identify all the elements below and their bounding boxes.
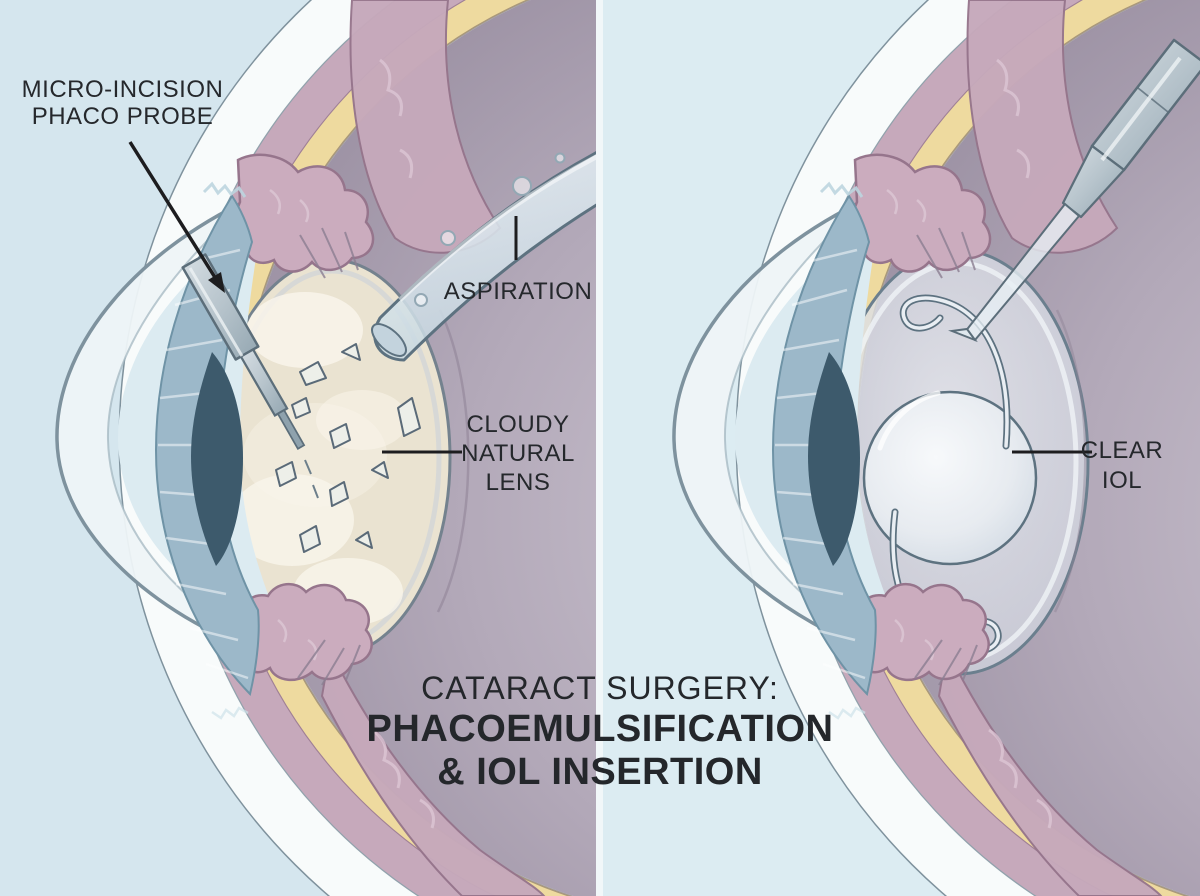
right-panel-iol bbox=[672, 0, 1200, 896]
aspiration-label-text: ASPIRATION bbox=[443, 278, 593, 305]
posterior-capsule-line bbox=[436, 309, 470, 613]
probe-arrowhead bbox=[208, 272, 225, 293]
clear-iol-label-line1: CLEAR bbox=[1080, 437, 1164, 464]
injector-fork-tip bbox=[948, 327, 978, 343]
cloudy-lens-label-line3: LENS bbox=[485, 469, 551, 496]
figure-title-line1: CATARACT SURGERY: bbox=[421, 670, 779, 706]
probe-needle-tip bbox=[276, 409, 306, 450]
figure-title: CATARACT SURGERY: PHACOEMULSIFICATION & … bbox=[0, 668, 1200, 794]
cloudy-lens-label-line1: CLOUDY bbox=[466, 411, 570, 438]
ultrasound-tip-marks bbox=[304, 459, 319, 499]
figure-title-line3: & IOL INSERTION bbox=[437, 751, 763, 793]
injector-barrel-seam bbox=[1137, 87, 1169, 113]
probe-arrow-line bbox=[128, 141, 218, 280]
tube-bubbles bbox=[414, 152, 566, 307]
posterior-capsule-line-right bbox=[1053, 309, 1087, 613]
iol-injector bbox=[948, 38, 1200, 343]
phaco-probe-label-line1: MICRO-INCISION bbox=[21, 76, 224, 103]
cloudy-lens-label-line2: NATURAL bbox=[461, 440, 575, 467]
cloudy-lens-label: CLOUDY NATURAL LENS bbox=[438, 410, 598, 497]
probe-shaft bbox=[239, 347, 289, 418]
iol-haptic-top bbox=[899, 294, 1011, 450]
left-panel-phaco bbox=[55, 0, 597, 896]
probe-highlight bbox=[188, 267, 244, 357]
tube-mouth bbox=[371, 323, 407, 357]
panel-divider bbox=[596, 0, 603, 896]
clear-iol-label-line2: IOL bbox=[1101, 467, 1143, 494]
iol-optic bbox=[862, 390, 1038, 566]
phaco-probe-label: MICRO-INCISION PHACO PROBE bbox=[15, 76, 230, 130]
injector-highlight bbox=[1100, 56, 1182, 162]
phaco-probe-label-line2: PHACO PROBE bbox=[31, 103, 214, 130]
iol-optic-highlight bbox=[877, 390, 941, 451]
tube-highlight bbox=[398, 153, 597, 302]
annotation-lines bbox=[128, 141, 1092, 454]
figure-title-line2: PHACOEMULSIFICATION bbox=[366, 708, 834, 750]
injector-taper bbox=[1061, 144, 1126, 219]
phaco-probe bbox=[181, 253, 319, 499]
lens-fragments bbox=[275, 343, 421, 553]
aspiration-label: ASPIRATION bbox=[418, 278, 618, 305]
clear-iol-label: CLEAR IOL bbox=[1052, 436, 1192, 496]
aspiration-tube bbox=[371, 150, 597, 362]
